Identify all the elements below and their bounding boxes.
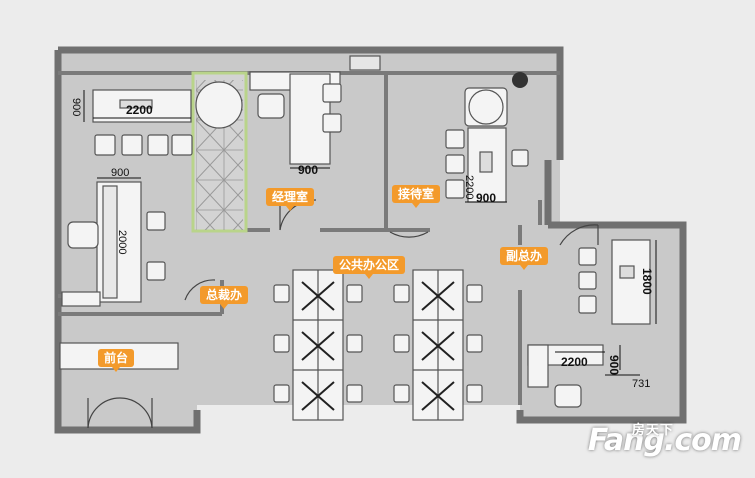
watermark-logo: 房天下 Fang.com xyxy=(587,423,742,458)
room-label-front-desk: 前台 xyxy=(98,349,135,372)
corridor-pattern xyxy=(196,130,243,230)
open-office-furniture xyxy=(273,269,483,421)
watermark-en: Fang.com xyxy=(587,423,742,458)
dim-vice-desk-depth: 900 xyxy=(607,355,621,376)
dim-reception-table-width: 900 xyxy=(476,191,497,205)
dim-manager-desk: 900 xyxy=(298,163,319,177)
dim-vice-desk-len: 2200 xyxy=(561,355,588,369)
dim-reception-table-len: 2200 xyxy=(463,175,475,200)
dim-gm-side-width: 900 xyxy=(111,167,130,179)
dim-gm-side-len: 2000 xyxy=(116,230,128,255)
dim-vice-gap: 731 xyxy=(632,378,651,390)
dimension-lines xyxy=(83,90,657,376)
vice-office-furniture xyxy=(527,239,651,408)
dim-gm-desk-depth: 900 xyxy=(70,98,82,117)
gm-office-furniture xyxy=(61,89,193,307)
manager-office-furniture xyxy=(249,55,381,165)
watermark-cn: 房天下 xyxy=(631,423,674,438)
outer-walls xyxy=(54,46,687,434)
dim-vice-cabinet-len: 1800 xyxy=(640,268,654,295)
room-label-manager: 经理室 xyxy=(266,188,315,211)
room-label-vice-gm: 副总办 xyxy=(500,247,549,270)
reception-room-furniture xyxy=(445,72,529,203)
room-label-reception: 接待室 xyxy=(392,185,441,208)
room-label-open-office: 公共办公区 xyxy=(333,256,406,279)
round-table xyxy=(195,81,243,129)
desk-dividers xyxy=(301,281,455,411)
dim-gm-desk-len: 2200 xyxy=(126,103,153,117)
room-label-gm: 总裁办 xyxy=(200,286,249,309)
